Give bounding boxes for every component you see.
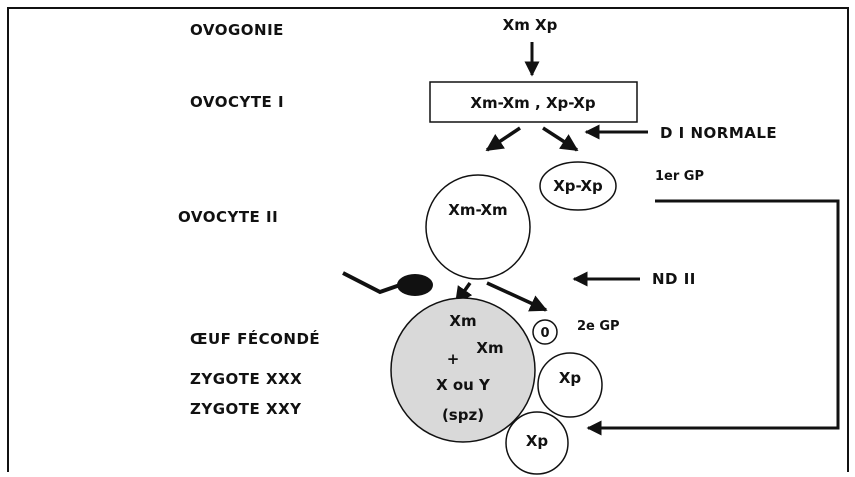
second-polar-body xyxy=(532,319,558,345)
spermatozoon-icon xyxy=(342,271,433,296)
diagram-frame xyxy=(7,7,849,472)
label-oeuf-feconde: ŒUF FÉCONDÉ xyxy=(190,329,320,348)
ovocyte2-genotype: Xm-Xm xyxy=(448,201,507,219)
label-ovocyte-2: OVOCYTE II xyxy=(178,208,278,226)
xp-polar-body-lower-label: Xp xyxy=(526,432,549,450)
xp-polar-body-upper-label: Xp xyxy=(559,369,582,387)
ovocyte2-cell xyxy=(425,174,531,280)
label-zygote-xxy: ZYGOTE XXY xyxy=(190,400,302,418)
egg-paternal-contribution: X ou Y xyxy=(436,376,491,394)
annotation-first-polar-body: 1er GP xyxy=(655,169,704,184)
ovocyte1-box xyxy=(429,81,638,123)
egg-maternal-x: Xm xyxy=(449,312,476,330)
label-zygote-xxx: ZYGOTE XXX xyxy=(190,370,302,388)
first-polar-body xyxy=(539,161,617,211)
ovocyte1-genotype: Xm-Xm , Xp-Xp xyxy=(470,94,595,112)
egg-plus-sign: + xyxy=(447,350,460,368)
arrow-div1-left xyxy=(485,126,521,152)
arrow-div2-right xyxy=(486,281,548,312)
connector-gp1-to-xp xyxy=(586,199,840,436)
second-polar-body-genotype: 0 xyxy=(540,326,549,341)
annotation-division-1: D I NORMALE xyxy=(660,124,777,142)
xp-polar-body-lower xyxy=(505,411,569,475)
ovogonie-genotype: Xm Xp xyxy=(503,16,558,34)
label-ovogonie: OVOGONIE xyxy=(190,21,284,39)
xp-polar-body-upper xyxy=(537,352,603,418)
fertilized-egg xyxy=(390,297,536,443)
egg-spz-note: (spz) xyxy=(442,406,484,424)
arrow-div1-right xyxy=(542,126,579,152)
annotation-second-polar-body: 2e GP xyxy=(577,319,620,334)
annotation-division-2: ND II xyxy=(652,270,696,288)
first-polar-body-genotype: Xp-Xp xyxy=(553,177,603,195)
label-ovocyte-1: OVOCYTE I xyxy=(190,93,284,111)
egg-second-maternal-x: Xm xyxy=(476,339,503,357)
